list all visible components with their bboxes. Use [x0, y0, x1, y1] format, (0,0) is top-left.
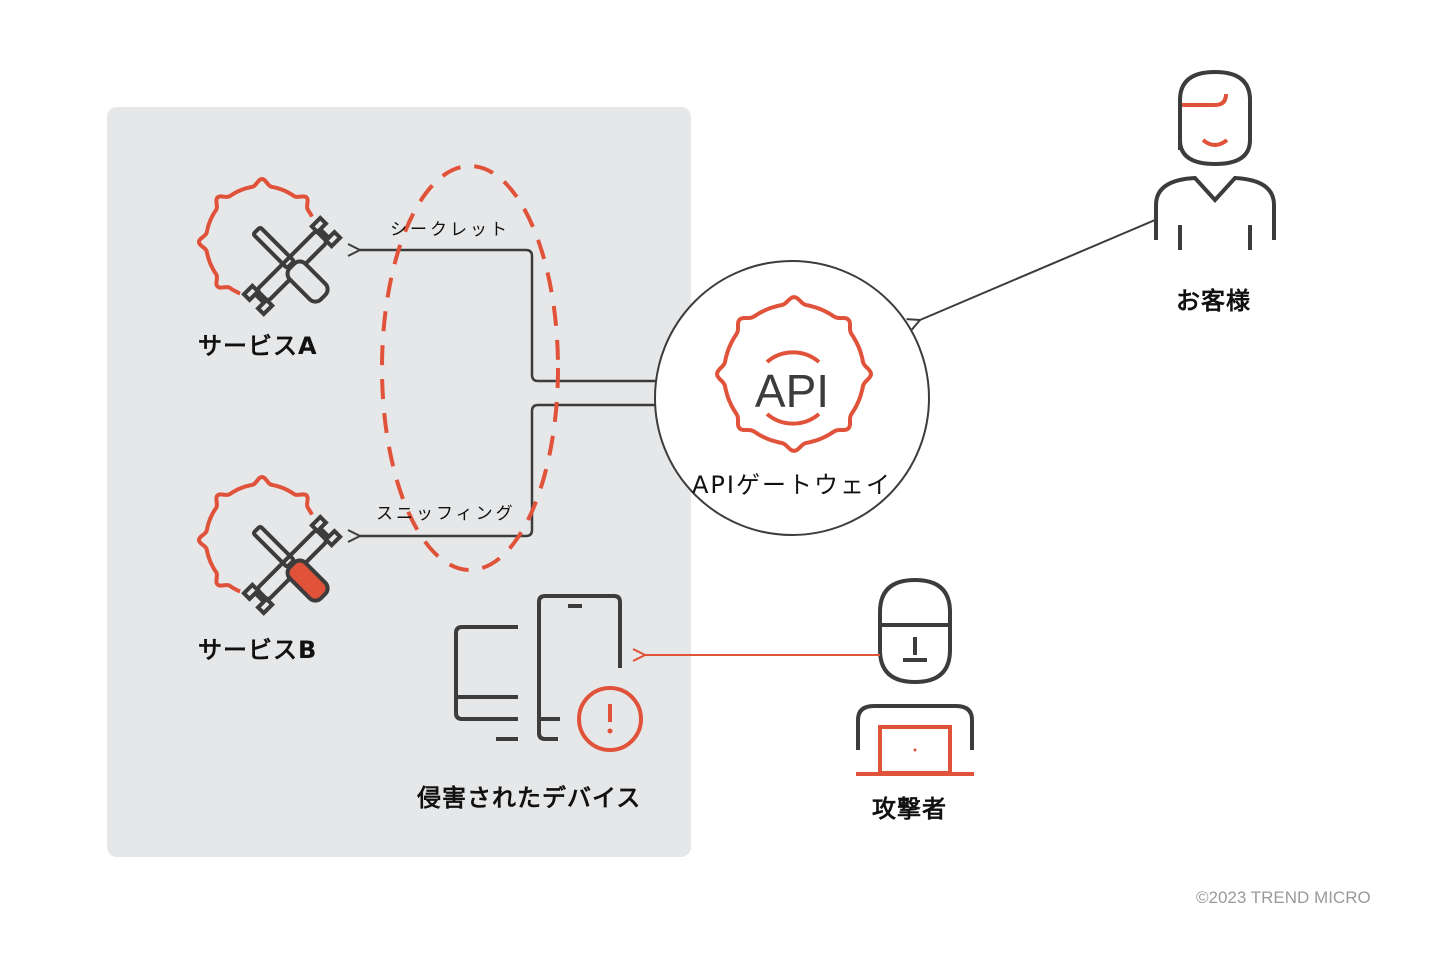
- service-a-tools-icon: [241, 215, 343, 317]
- attacker-label: 攻撃者: [872, 795, 947, 823]
- api-gateway-circle: [654, 260, 930, 536]
- attacker-icon: [856, 577, 974, 776]
- service-b-label: サービスB: [198, 636, 318, 664]
- compromised-device-icon: [454, 594, 622, 741]
- service-b-gear-icon: [196, 474, 314, 594]
- customer-label: お客様: [1176, 287, 1251, 315]
- customer-request-arrow: [920, 219, 1156, 320]
- interception-ellipse: [380, 164, 560, 572]
- api-gateway-label: APIゲートウェイ: [692, 471, 892, 499]
- api-arc-top-icon: [765, 350, 821, 364]
- service-a-gear-icon: [196, 176, 314, 296]
- customer-icon: [1154, 69, 1276, 250]
- sniffing-flow-line: [360, 403, 656, 536]
- sniffing-label: スニッフィング: [376, 504, 516, 524]
- compromised-device-label: 侵害されたデバイス: [417, 784, 642, 812]
- service-a-label: サービスA: [198, 332, 318, 360]
- service-b-tools-icon: [241, 514, 343, 616]
- copyright: ©2023 TREND MICRO: [1196, 888, 1371, 907]
- api-gear-icon: [714, 294, 874, 454]
- api-arc-bottom-icon: [765, 412, 821, 426]
- secret-label: シークレット: [390, 220, 510, 240]
- secret-flow-line: [360, 250, 656, 383]
- api-icon-text: API: [755, 365, 829, 417]
